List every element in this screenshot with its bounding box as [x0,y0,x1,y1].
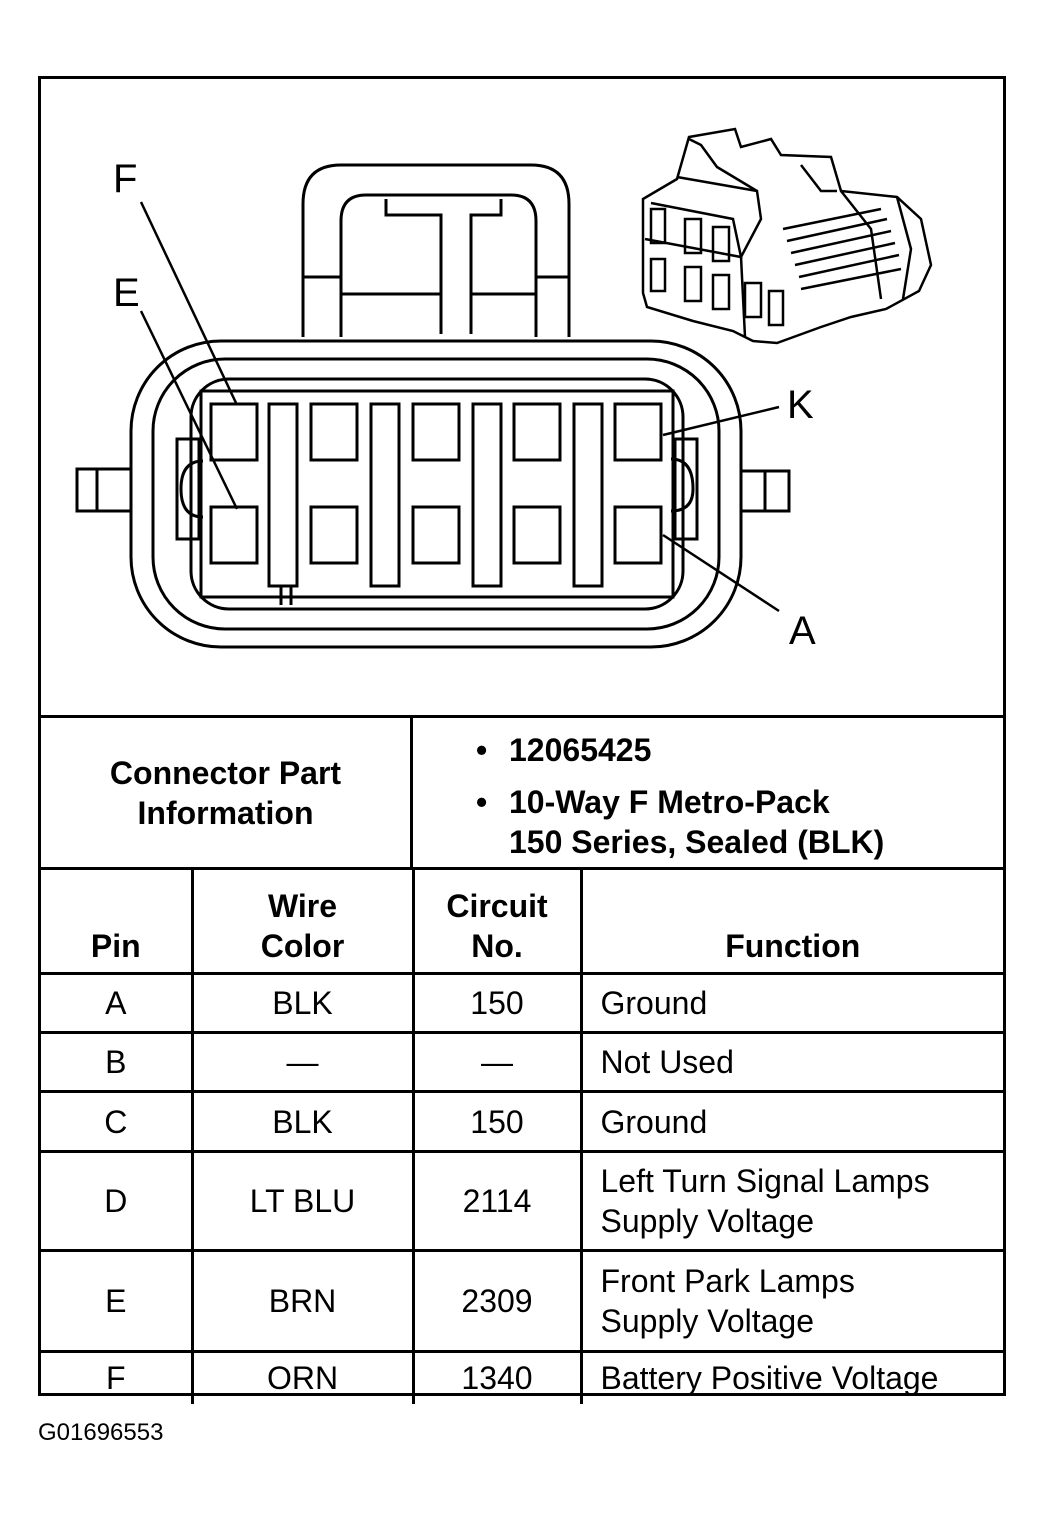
pin-cell: B [41,1031,194,1093]
part-number-item: • 12065425 [476,730,884,770]
wire-color-cell: — [190,1031,415,1093]
circuit-cell: 150 [411,972,583,1034]
circuit-cell: 150 [411,1090,583,1153]
header-pin: Pin [41,867,194,975]
pin-cell: D [41,1150,194,1252]
wire-color-cell: ORN [190,1350,415,1404]
connector-diagram: F E K A [41,79,1003,715]
connector-info-heading: Connector Part Information [41,718,413,867]
circuit-cell: 2114 [411,1150,583,1252]
connector-info-details: • 12065425 • 10-Way F Metro-Pack 150 Ser… [476,730,884,862]
latch [301,163,571,337]
pin-cell: A [41,972,194,1034]
pin-cavities [199,389,675,605]
function-cell: Not Used [579,1031,1003,1093]
pin-cell: C [41,1090,194,1153]
wire-color-cell: BLK [190,972,415,1034]
figure-id: G01696553 [38,1419,164,1446]
connector-face-drawing [75,127,933,649]
circuit-cell: — [411,1031,583,1093]
circuit-cell: 1340 [411,1350,583,1404]
connector-part-information: Connector Part Information • 12065425 • … [41,715,1003,867]
function-cell: Battery Positive Voltage [579,1350,1003,1404]
function-cell: Ground [579,972,1003,1034]
wire-color-cell: LT BLU [190,1150,415,1252]
table-row: F ORN 1340 Battery Positive Voltage [41,1350,1003,1404]
description-line2: 150 Series, Sealed (BLK) [509,824,885,860]
part-number: 12065425 [509,732,652,768]
connector-3d-view [641,127,933,345]
leader-lines [139,201,780,613]
table-row: B — — Not Used [41,1031,1003,1093]
connector-info-heading-line1: Connector Part [109,754,342,791]
pin-label-a: A [789,609,816,653]
wire-color-cell: BLK [190,1090,415,1153]
function-cell: Ground [579,1090,1003,1153]
connector-info-heading-line2: Information [137,794,314,831]
table-row: A BLK 150 Ground [41,972,1003,1034]
pin-label-f: F [113,157,138,201]
bullet-icon: • [476,732,488,768]
circuit-cell: 2309 [411,1249,583,1353]
figure-frame: F E K A Connector Part Information • 120… [38,76,1006,1404]
pin-cell: F [41,1350,194,1404]
wire-color-cell: BRN [190,1249,415,1353]
pin-label-e: E [113,271,140,315]
description-item: • 10-Way F Metro-Pack 150 Series, Sealed… [476,782,884,862]
pin-cell: E [41,1249,194,1353]
table-row: C BLK 150 Ground [41,1090,1003,1153]
header-function: Function [579,867,1003,975]
pin-label-k: K [787,383,814,427]
bullet-icon: • [476,784,488,820]
housing [75,339,791,649]
description-line1: 10-Way F Metro-Pack [509,784,830,820]
